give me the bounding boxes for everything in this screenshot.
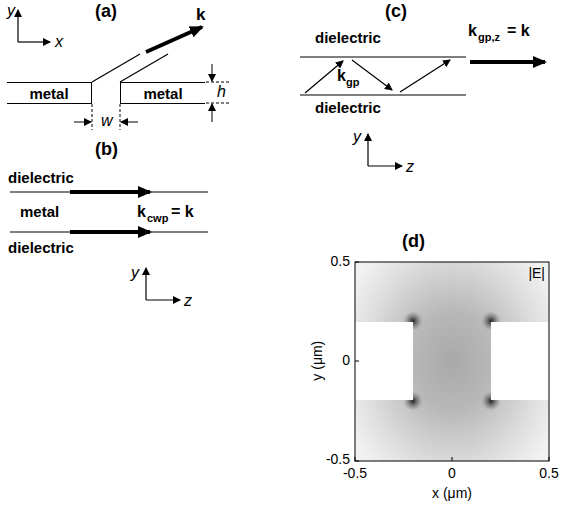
vector-label: k xyxy=(337,67,346,85)
region-label: dielectric xyxy=(8,240,74,257)
w-dimension xyxy=(74,104,138,130)
colormap-label: |E| xyxy=(528,266,545,281)
metal-film xyxy=(10,192,208,232)
vector-label: = k xyxy=(171,203,194,221)
vector-subscript: cwp xyxy=(147,212,168,224)
field-map xyxy=(355,262,549,461)
axis-title: y (μm) xyxy=(310,341,325,381)
dimension-label: h xyxy=(217,83,226,101)
tick-label: 0.5 xyxy=(539,466,558,481)
axis-label: z xyxy=(184,292,192,310)
wavevector-arrow xyxy=(146,27,202,52)
region-label: dielectric xyxy=(315,30,381,47)
vector-label: k xyxy=(468,22,477,40)
panel-letter: (c) xyxy=(385,2,407,22)
axis-label: y xyxy=(353,128,361,146)
panel-letter: (a) xyxy=(95,2,117,22)
vector-label: k xyxy=(196,6,205,25)
region-label: dielectric xyxy=(315,100,381,117)
plot-frame xyxy=(355,262,549,461)
node-label: metal xyxy=(143,85,182,102)
slot-perspective xyxy=(92,54,168,82)
vector-label: = k xyxy=(507,22,530,40)
axes-b xyxy=(146,268,180,300)
metal-slab: metal xyxy=(7,82,92,104)
node-label: metal xyxy=(29,85,68,102)
panel-letter: (b) xyxy=(95,140,118,160)
tick-label: 0.5 xyxy=(331,254,350,269)
vector-subscript: gp,z xyxy=(478,31,500,43)
region-label: dielectric xyxy=(8,170,74,187)
metal-slab: metal xyxy=(120,82,205,104)
axis-label: x xyxy=(55,33,63,51)
dimension-label: w xyxy=(101,112,113,130)
h-dimension xyxy=(206,64,230,122)
gap-waveguide xyxy=(300,57,466,95)
vector-subscript: gp xyxy=(346,76,359,88)
axis-label: y xyxy=(7,2,15,20)
tick-label: 0 xyxy=(342,353,350,368)
axes-c xyxy=(368,134,402,166)
tick-label: -0.5 xyxy=(343,466,367,481)
axis-label: z xyxy=(406,158,414,176)
panel-letter: (d) xyxy=(402,232,425,252)
tick-label: 0 xyxy=(448,466,456,481)
axes-a xyxy=(18,10,50,42)
region-label: metal xyxy=(20,204,59,221)
axis-title: x (μm) xyxy=(432,486,472,501)
axis-label: y xyxy=(131,264,139,282)
vector-label: k xyxy=(137,203,146,221)
gap-wavevector-arrow xyxy=(470,60,545,64)
